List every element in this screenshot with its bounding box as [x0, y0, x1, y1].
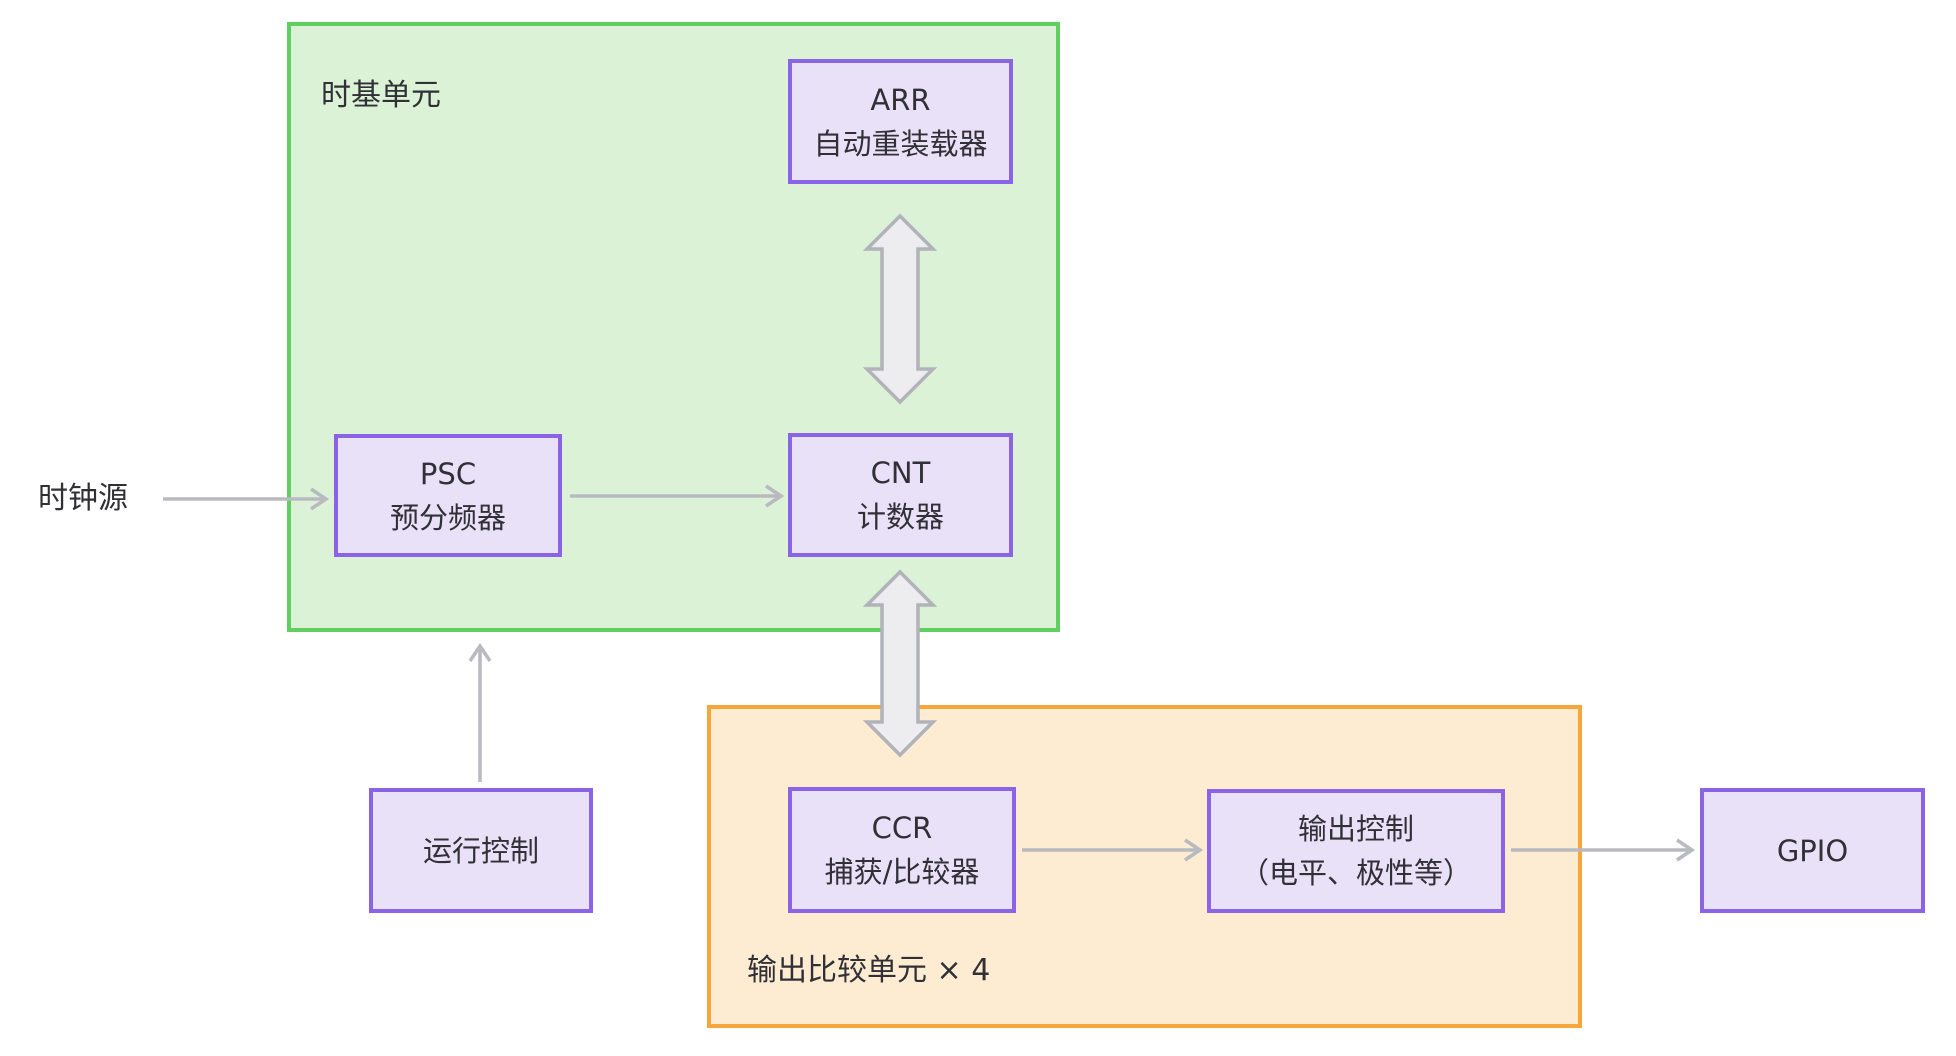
node-gpio: GPIO: [1700, 788, 1925, 913]
node-ccr-subtitle: 捕获/比较器: [824, 855, 980, 889]
output-compare-unit-label: 输出比较单元 × 4: [747, 953, 991, 988]
node-run-control: 运行控制: [369, 788, 593, 913]
node-cnt: CNT 计数器: [788, 433, 1013, 557]
node-cnt-subtitle: 计数器: [856, 500, 944, 534]
node-cnt-title: CNT: [870, 456, 931, 490]
node-output-control: 输出控制 （电平、极性等）: [1207, 789, 1505, 913]
node-ccr: CCR 捕获/比较器: [788, 787, 1016, 913]
node-psc-title: PSC: [419, 456, 477, 491]
node-psc: PSC 预分频器: [334, 434, 562, 557]
node-ccr-title: CCR: [871, 811, 933, 845]
node-arr: ARR 自动重装载器: [788, 59, 1013, 184]
node-arr-title: ARR: [870, 82, 931, 117]
timebase-unit-label: 时基单元: [321, 78, 441, 113]
node-psc-subtitle: 预分频器: [389, 500, 506, 535]
node-arr-subtitle: 自动重装载器: [813, 126, 988, 161]
node-gpio-title: GPIO: [1776, 833, 1849, 868]
node-output-control-subtitle: （电平、极性等）: [1239, 856, 1472, 890]
node-run-control-title: 运行控制: [422, 833, 539, 868]
clock-source-label: 时钟源: [38, 481, 128, 516]
node-output-control-title: 输出控制: [1297, 812, 1414, 846]
